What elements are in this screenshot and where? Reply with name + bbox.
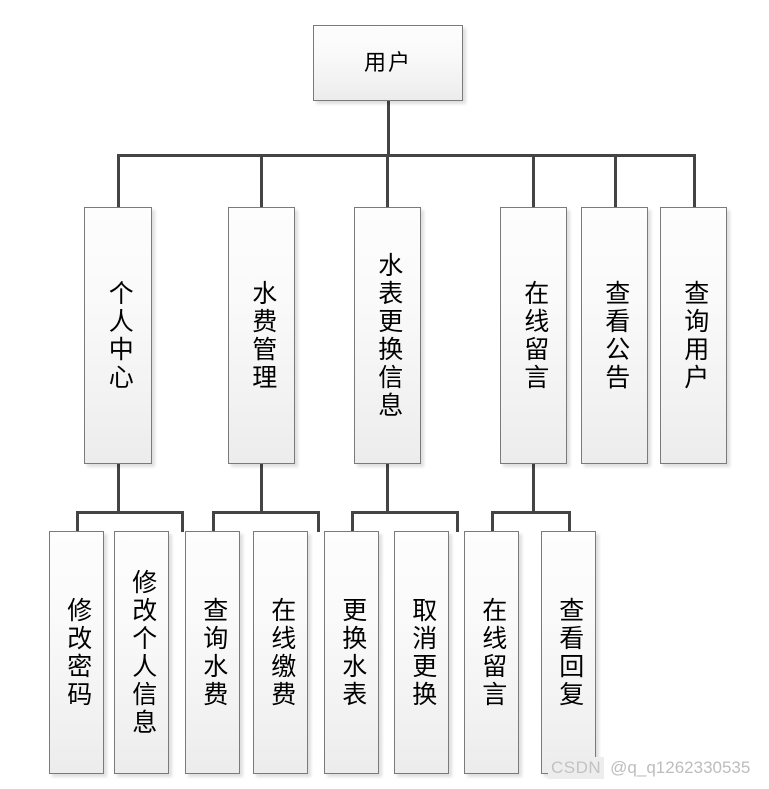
connector-n1-drop-b: [181, 511, 184, 532]
connector-n1-drop-a: [76, 511, 79, 532]
node-label: 查询水费: [199, 596, 227, 709]
connector-drop-n4: [532, 154, 535, 208]
connector-drop-n6: [693, 154, 696, 208]
node-label: 修改密码: [63, 596, 91, 709]
node-replace-water-meter[interactable]: 更换水表: [324, 531, 379, 774]
node-label: 取消更换: [408, 596, 436, 709]
node-edit-personal-info[interactable]: 修改个人信息: [114, 531, 169, 774]
watermark-logo: CSDN: [548, 757, 605, 779]
connector-n4-drop-b: [568, 511, 571, 532]
node-label: 更换水表: [338, 596, 366, 709]
node-label: 在线缴费: [267, 596, 295, 709]
node-label: 查询用户: [680, 279, 708, 392]
connector-n2-stem: [260, 463, 263, 513]
node-label: 个人中心: [105, 279, 133, 392]
connector-root-stem: [387, 100, 390, 156]
connector-n3-drop-b: [456, 511, 459, 532]
node-query-water-fee[interactable]: 查询水费: [185, 531, 240, 774]
connector-n3-drop-a: [351, 511, 354, 532]
connector-n4-drop-a: [491, 511, 494, 532]
connector-drop-n5: [614, 154, 617, 208]
connector-n3-bus: [351, 511, 459, 514]
connector-n2-bus: [212, 511, 320, 514]
watermark: CSDN @q_q1262330535: [548, 757, 750, 779]
node-view-reply[interactable]: 查看回复: [541, 531, 596, 774]
node-query-user[interactable]: 查询用户: [660, 207, 727, 464]
node-meter-replacement-info[interactable]: 水表更换信息: [354, 207, 421, 464]
connector-n3-stem: [386, 463, 389, 513]
connector-n2-drop-b: [317, 511, 320, 532]
node-label: 水表更换信息: [374, 251, 402, 420]
connector-n1-stem: [117, 463, 120, 513]
connector-main-bus: [117, 154, 695, 157]
node-online-message[interactable]: 在线留言: [500, 207, 567, 464]
node-label: 在线留言: [478, 596, 506, 709]
node-cancel-replacement[interactable]: 取消更换: [394, 531, 449, 774]
node-label: 查看回复: [555, 596, 583, 709]
watermark-handle: @q_q1262330535: [610, 758, 751, 777]
connector-drop-n3: [386, 154, 389, 208]
node-label: 查看公告: [601, 279, 629, 392]
node-personal-center[interactable]: 个人中心: [84, 207, 152, 464]
node-root-user[interactable]: 用户: [313, 25, 463, 101]
node-label: 用户: [363, 50, 412, 75]
connector-drop-n1: [117, 154, 120, 208]
node-online-message-leaf[interactable]: 在线留言: [464, 531, 519, 774]
node-label: 水费管理: [248, 279, 276, 392]
node-change-password[interactable]: 修改密码: [49, 531, 104, 774]
node-water-fee-management[interactable]: 水费管理: [228, 207, 295, 464]
connector-n4-stem: [532, 463, 535, 513]
node-label: 在线留言: [520, 279, 548, 392]
connector-n1-bus: [76, 511, 184, 514]
connector-drop-n2: [260, 154, 263, 208]
connector-n2-drop-a: [212, 511, 215, 532]
connector-n4-bus: [491, 511, 571, 514]
node-view-announcement[interactable]: 查看公告: [581, 207, 648, 464]
node-label: 修改个人信息: [128, 568, 156, 737]
node-online-payment[interactable]: 在线缴费: [253, 531, 308, 774]
